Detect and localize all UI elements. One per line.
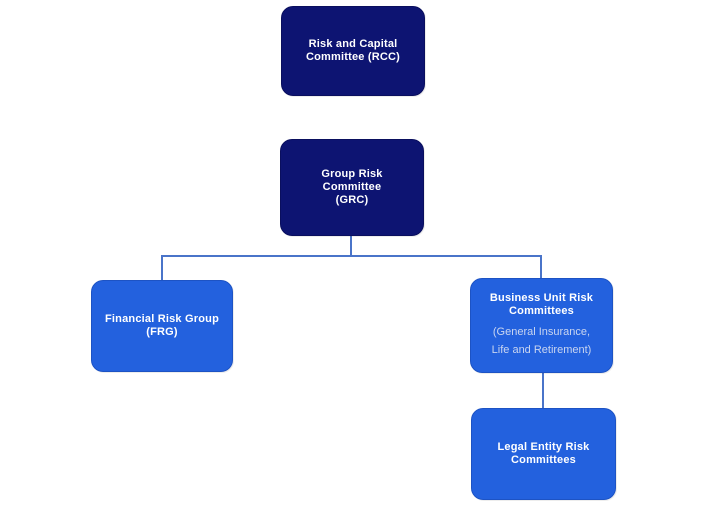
node-financial-risk-group: Financial Risk Group (FRG) — [91, 280, 233, 372]
connector-drop-to-bu — [540, 255, 542, 278]
node-label: Business Unit Risk Committees — [489, 292, 594, 317]
connector-drop-to-frg — [161, 255, 163, 280]
node-sublabel: (General Insurance, Life and Retirement) — [491, 326, 592, 356]
node-business-unit-risk-committees: Business Unit Risk Committees (General I… — [470, 278, 613, 373]
node-label: Financial Risk Group (FRG) — [104, 313, 220, 338]
node-risk-and-capital-committee: Risk and Capital Committee (RCC) — [281, 6, 425, 96]
connector-branch-horizontal — [161, 255, 542, 257]
connector-bu-to-legal — [542, 373, 544, 408]
node-group-risk-committee: Group Risk Committee (GRC) — [280, 139, 424, 236]
node-label: Legal Entity Risk Committees — [497, 441, 590, 466]
connector-grc-down — [350, 236, 352, 256]
node-label: Risk and Capital Committee (RCC) — [305, 38, 401, 63]
node-legal-entity-risk-committees: Legal Entity Risk Committees — [471, 408, 616, 500]
node-label: Group Risk Committee (GRC) — [321, 168, 383, 206]
